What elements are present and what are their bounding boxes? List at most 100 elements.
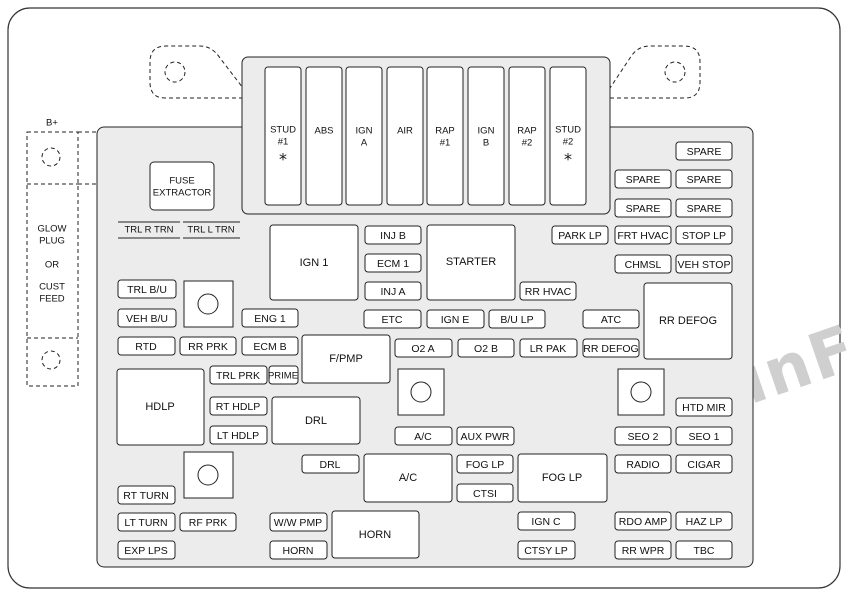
relay-ign-1: IGN 1: [269, 224, 359, 301]
fuse-seo-2: SEO 2: [614, 426, 672, 446]
svg-text:HORN: HORN: [359, 529, 391, 541]
trl-r-trn-label: TRL R TRN: [118, 221, 180, 239]
svg-text:DRL: DRL: [305, 415, 327, 427]
svg-text:HDLP: HDLP: [145, 401, 174, 413]
svg-text:IGN 1: IGN 1: [300, 257, 329, 269]
fuse-prime: PRIME: [268, 365, 299, 385]
relay-a-c: A/C: [363, 453, 453, 503]
svg-text:AUX PWR: AUX PWR: [460, 431, 509, 443]
fuse-frt-hvac: FRT HVAC: [614, 225, 672, 245]
fuse-b-u-lp: B/U LP: [488, 309, 546, 329]
svg-text:FOG LP: FOG LP: [466, 459, 505, 471]
fuse-inj-a: INJ A: [364, 281, 422, 301]
svg-text:ABS: ABS: [314, 126, 333, 137]
relay-hdlp: HDLP: [116, 368, 205, 446]
trl-l-trn-label: TRL L TRN: [183, 221, 240, 239]
svg-text:SPARE: SPARE: [687, 146, 722, 158]
maxi-fuse-rap-2: RAP #2: [508, 66, 546, 206]
svg-text:SEO 1: SEO 1: [689, 431, 720, 443]
fuse-rt-hdlp: RT HDLP: [209, 396, 268, 416]
relay-horn: HORN: [331, 510, 420, 559]
svg-text:RR HVAC: RR HVAC: [525, 286, 572, 298]
fuse-rr-hvac: RR HVAC: [519, 281, 577, 301]
svg-text:FOG LP: FOG LP: [542, 472, 582, 484]
svg-text:DRL: DRL: [319, 459, 340, 471]
fuse-spare-4: SPARE: [614, 198, 672, 218]
svg-text:TBC: TBC: [694, 545, 715, 557]
svg-text:PARK LP: PARK LP: [558, 230, 602, 242]
b-plus-connector: B+ GLOW PLUG OR CUST FEED: [26, 118, 98, 387]
maxi-fuse-ign-a: IGN A: [345, 66, 383, 206]
svg-text:STUD: STUD: [270, 125, 296, 136]
svg-text:HAZ LP: HAZ LP: [686, 516, 723, 528]
relay-rr-defog: RR DEFOG: [643, 282, 733, 360]
svg-text:TRL B/U: TRL B/U: [127, 284, 167, 296]
fuse-rr-prk: RR PRK: [179, 336, 237, 356]
fuse-trl-b-u: TRL B/U: [117, 279, 177, 299]
fuse-radio: RADIO: [614, 454, 672, 474]
fuse-o2-b: O2 B: [457, 338, 515, 358]
svg-text:IGN C: IGN C: [531, 516, 561, 528]
svg-text:STOP LP: STOP LP: [682, 230, 726, 242]
svg-text:ECM B: ECM B: [253, 341, 286, 353]
svg-text:INJ B: INJ B: [380, 230, 406, 242]
svg-text:FUSE: FUSE: [169, 176, 194, 187]
fuse-fog-lp: FOG LP: [456, 454, 514, 474]
svg-text:TRL R TRN: TRL R TRN: [124, 225, 173, 236]
fuse-etc: ETC: [363, 309, 422, 329]
svg-text:HORN: HORN: [283, 545, 314, 557]
fuse-a-c: A/C: [394, 426, 453, 446]
svg-text:EXP LPS: EXP LPS: [124, 545, 168, 557]
maxi-fuse-rap-1: RAP #1: [426, 66, 464, 206]
maxi-fuse-stud-2: STUD #2 *: [549, 66, 587, 206]
side-label-glow: GLOW: [37, 224, 66, 235]
connector-square-3: [617, 368, 665, 416]
maxi-fuse-abs: ABS: [305, 66, 343, 206]
fuse-veh-b-u: VEH B/U: [117, 308, 177, 328]
svg-text:ATC: ATC: [601, 314, 622, 326]
fuse-w-w-pmp: W/W PMP: [269, 512, 328, 532]
svg-text:RR PRK: RR PRK: [188, 341, 228, 353]
svg-text:INJ A: INJ A: [380, 286, 405, 298]
svg-text:F/PMP: F/PMP: [329, 353, 363, 365]
svg-text:STARTER: STARTER: [446, 256, 496, 268]
svg-text:ECM 1: ECM 1: [377, 258, 409, 270]
svg-text:A: A: [361, 138, 368, 149]
svg-text:RR WPR: RR WPR: [622, 545, 665, 557]
fuse-trl-prk: TRL PRK: [209, 365, 268, 385]
relay-fog-lp: FOG LP: [517, 453, 608, 503]
fuse-rtd: RTD: [117, 336, 176, 356]
svg-text:SPARE: SPARE: [687, 203, 722, 215]
relay-drl: DRL: [271, 396, 361, 445]
svg-text:RF PRK: RF PRK: [189, 517, 228, 529]
svg-text:STUD: STUD: [555, 125, 581, 136]
fuse-rr-wpr: RR WPR: [614, 540, 672, 560]
svg-text:CTSY LP: CTSY LP: [524, 545, 568, 557]
maxi-fuse-air: AIR: [386, 66, 424, 206]
fuse-ign-c: IGN C: [517, 511, 576, 531]
svg-text:CIGAR: CIGAR: [687, 459, 721, 471]
fuse-spare-5: SPARE: [675, 198, 733, 218]
svg-text:SPARE: SPARE: [626, 174, 661, 186]
fuse-exp-lps: EXP LPS: [117, 540, 176, 560]
side-label-or: OR: [45, 260, 59, 271]
fuse-haz-lp: HAZ LP: [675, 511, 733, 531]
svg-text:IGN: IGN: [356, 126, 373, 137]
b-plus-label: B+: [46, 118, 58, 129]
svg-text:ENG 1: ENG 1: [254, 313, 286, 325]
fuse-lt-turn: LT TURN: [117, 512, 176, 532]
svg-text:IGN E: IGN E: [441, 314, 470, 326]
svg-text:B: B: [483, 138, 489, 149]
fuse-ign-e: IGN E: [426, 309, 485, 329]
relay-starter: STARTER: [426, 224, 516, 301]
svg-text:VEH STOP: VEH STOP: [678, 259, 731, 271]
fuse-stop-lp: STOP LP: [675, 225, 733, 245]
fuse-spare-2: SPARE: [614, 169, 672, 189]
svg-text:#2: #2: [563, 137, 574, 148]
side-label-plug: PLUG: [39, 236, 65, 247]
connector-square-4: [183, 451, 234, 499]
svg-text:*: *: [564, 150, 572, 169]
svg-text:TRL PRK: TRL PRK: [216, 370, 260, 382]
